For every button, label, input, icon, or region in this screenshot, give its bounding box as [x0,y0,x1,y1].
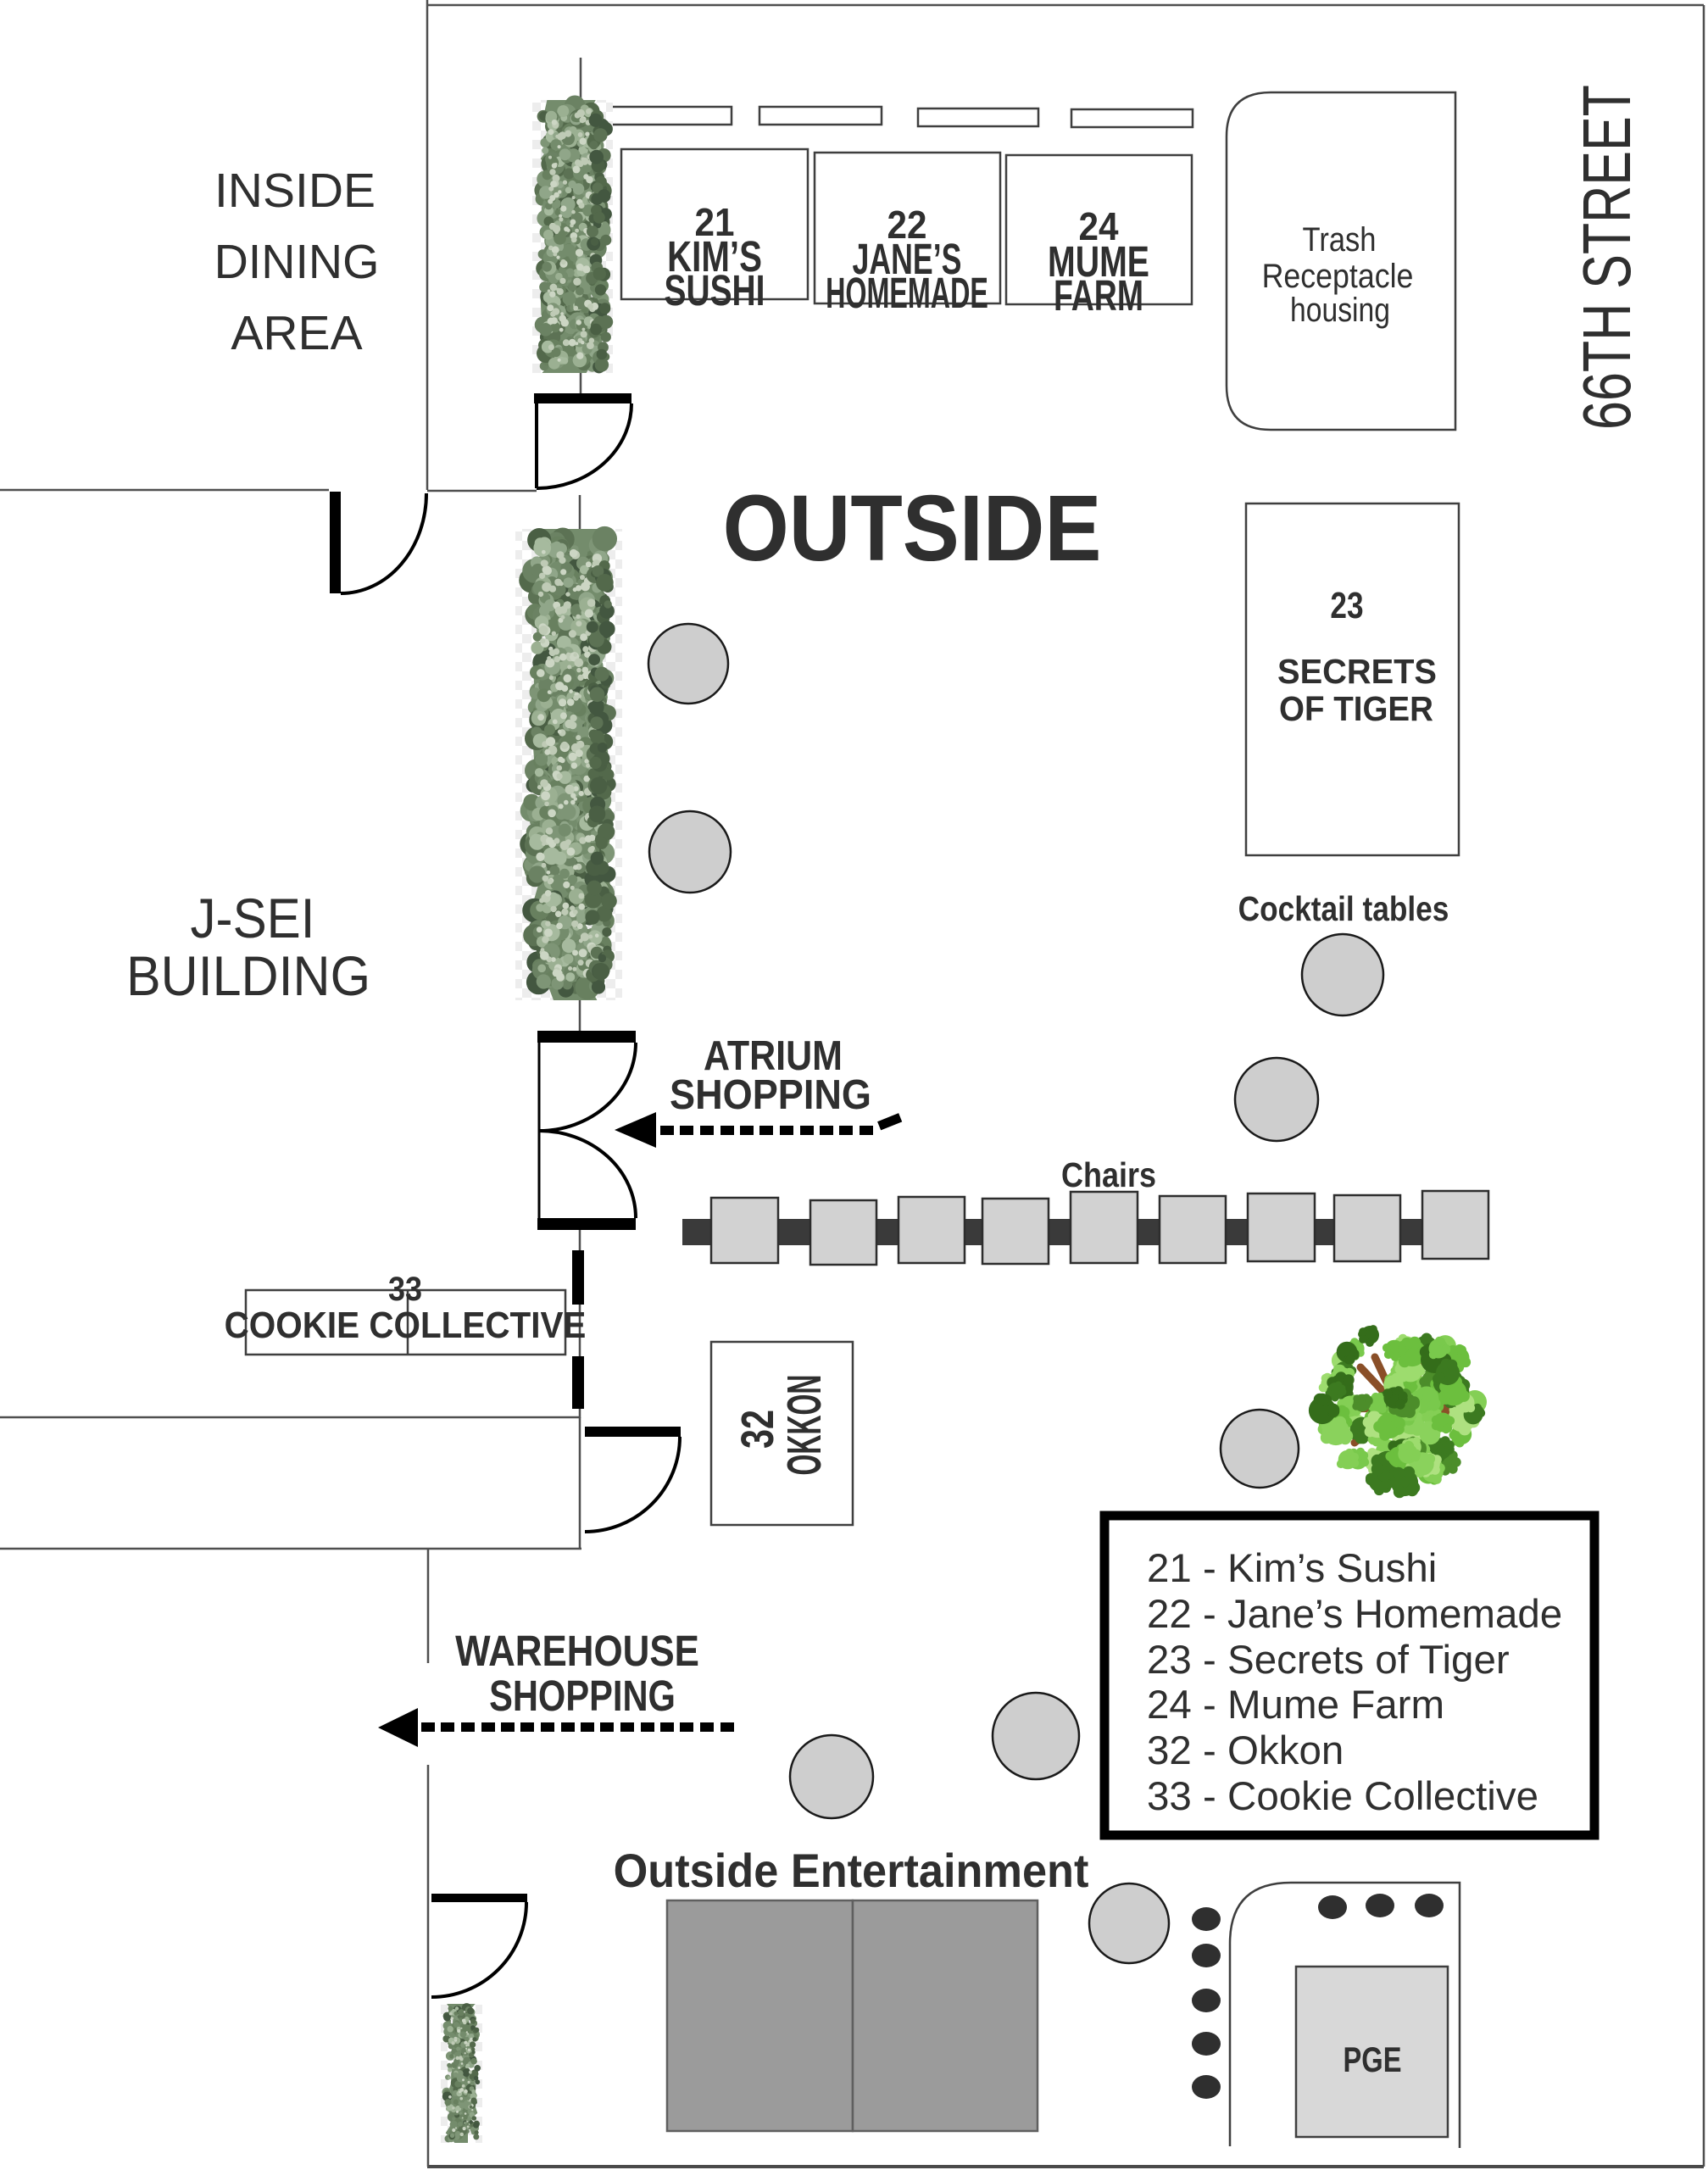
svg-text:22 - Jane’s Homemade: 22 - Jane’s Homemade [1147,1592,1562,1637]
svg-text:OF TIGER: OF TIGER [1279,690,1433,728]
svg-text:MUME: MUME [1048,237,1149,286]
svg-text:JANE’S: JANE’S [853,236,962,284]
svg-text:DINING: DINING [214,234,380,288]
svg-text:Cocktail tables: Cocktail tables [1238,890,1449,929]
svg-text:INSIDE: INSIDE [214,164,376,218]
svg-text:Receptacle: Receptacle [1262,258,1414,295]
svg-text:24: 24 [1079,205,1119,248]
svg-text:housing: housing [1290,291,1390,328]
svg-text:24 - Mume Farm: 24 - Mume Farm [1147,1683,1444,1728]
svg-text:PGE: PGE [1344,2039,1402,2079]
svg-text:BUILDING: BUILDING [126,945,370,1008]
svg-text:SUSHI: SUSHI [665,266,765,314]
svg-text:HOMEMADE: HOMEMADE [826,270,988,318]
svg-text:Outside Entertainment: Outside Entertainment [614,1844,1089,1897]
svg-text:WAREHOUSE: WAREHOUSE [455,1628,699,1676]
svg-text:66TH STREET: 66TH STREET [1570,85,1645,430]
svg-text:23: 23 [1330,585,1363,626]
svg-text:J-SEI: J-SEI [191,887,315,949]
svg-text:COOKIE COLLECTIVE: COOKIE COLLECTIVE [225,1304,587,1345]
svg-text:32 - Okkon: 32 - Okkon [1147,1728,1344,1773]
svg-text:32: 32 [732,1410,784,1449]
svg-text:SECRETS: SECRETS [1277,651,1437,691]
svg-text:OKKON: OKKON [776,1374,831,1475]
svg-text:SHOPPING: SHOPPING [489,1672,676,1720]
svg-text:22: 22 [887,203,927,247]
svg-text:Trash: Trash [1303,220,1377,259]
svg-text:OUTSIDE: OUTSIDE [723,477,1102,581]
svg-text:33 - Cookie Collective: 33 - Cookie Collective [1147,1774,1538,1819]
svg-text:Chairs: Chairs [1061,1156,1156,1195]
svg-text:KIM’S: KIM’S [667,231,762,281]
svg-text:33: 33 [388,1271,422,1308]
svg-text:21 - Kim’s Sushi: 21 - Kim’s Sushi [1147,1546,1437,1591]
svg-text:SHOPPING: SHOPPING [670,1071,871,1117]
svg-text:21: 21 [695,201,735,244]
svg-text:AREA: AREA [231,306,362,360]
svg-text:23 - Secrets of Tiger: 23 - Secrets of Tiger [1147,1638,1510,1683]
svg-text:ATRIUM: ATRIUM [704,1032,843,1078]
svg-text:FARM: FARM [1054,273,1143,320]
